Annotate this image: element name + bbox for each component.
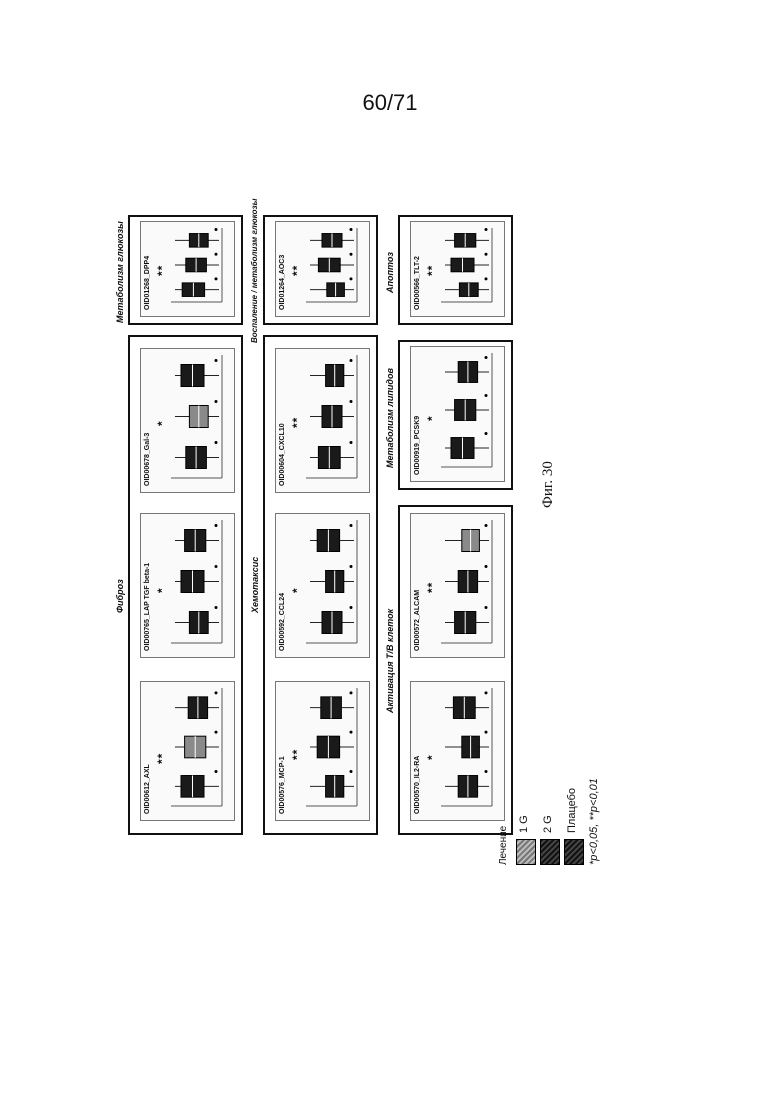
outlier-point (215, 524, 218, 527)
legend-swatch (540, 839, 560, 865)
outlier-point (485, 228, 488, 231)
outlier-point (215, 565, 218, 568)
outlier-point (350, 359, 353, 362)
panel-axl: OID00612_AXL ** (140, 681, 235, 821)
outlier-point (485, 253, 488, 256)
outlier-point (215, 770, 218, 773)
legend-title: Лечение (498, 826, 509, 865)
group-glucose: Метаболизм глюкозы OID01268_DPP4 ** (128, 215, 243, 325)
outlier-point (485, 277, 488, 280)
group-chemotaxis: Хемотаксис OID00576_MCP-1 ** OID00592_CC… (263, 335, 378, 835)
outlier-point (215, 606, 218, 609)
boxplot-lap (141, 512, 236, 657)
outlier-point (485, 356, 488, 359)
legend: Лечение 1 G 2 G Плацебо *p<0,05, **p<0,0… (498, 725, 608, 865)
panel-tlt2: OID00566_TLT-2 ** (410, 221, 505, 317)
group-fibrosis: Фиброз OID00612_AXL ** OID00765_LAP TGF … (128, 335, 243, 835)
outlier-point (350, 691, 353, 694)
panel-cxcl10: OID00604_CXCL10 ** (275, 348, 370, 493)
group-title-apoptosis: Апоптоз (385, 252, 395, 293)
boxplot-dpp4 (141, 220, 236, 316)
legend-label: Плацебо (566, 788, 578, 833)
group-title-glucose: Метаболизм глюкозы (115, 221, 125, 323)
outlier-point (350, 228, 353, 231)
boxplot-mcp1 (276, 680, 371, 820)
legend-swatch (516, 839, 536, 865)
outlier-point (350, 253, 353, 256)
legend-item-1g: 1 G (514, 725, 536, 865)
group-apoptosis: Апоптоз OID00566_TLT-2 ** (398, 215, 513, 325)
outlier-point (350, 770, 353, 773)
figure-caption: Фиг. 30 (540, 428, 557, 508)
group-title-tb-activation: Активация T/B клеток (385, 609, 395, 713)
group-tb-activation: Активация T/B клеток OID00570_IL2-RA * O… (398, 505, 513, 835)
legend-item-2g: 2 G (538, 725, 560, 865)
boxplot-aoc3 (276, 220, 371, 316)
outlier-point (485, 394, 488, 397)
panel-aoc3: OID01264_AOC3 ** (275, 221, 370, 317)
boxplot-ccl24 (276, 512, 371, 657)
outlier-point (485, 524, 488, 527)
significance-note: *p<0,05, **p<0,01 (588, 778, 600, 865)
figure-30: Фиброз OID00612_AXL ** OID00765_LAP TGF … (118, 215, 528, 835)
boxplot-alcam (411, 512, 506, 657)
legend-swatch (564, 839, 584, 865)
outlier-point (350, 524, 353, 527)
outlier-point (350, 731, 353, 734)
panel-alcam: OID00572_ALCAM ** (410, 513, 505, 658)
group-title-chemotaxis: Хемотаксис (250, 557, 260, 613)
boxplot-pcsk9 (411, 345, 506, 481)
outlier-point (350, 400, 353, 403)
panel-gal3: OID00678_Gal-3 * (140, 348, 235, 493)
outlier-point (350, 606, 353, 609)
group-inflammation: Воспаление / метаболизм глюкозы OID01264… (263, 215, 378, 325)
outlier-point (215, 731, 218, 734)
outlier-point (215, 277, 218, 280)
panel-mcp1: OID00576_MCP-1 ** (275, 681, 370, 821)
outlier-point (215, 400, 218, 403)
group-title-inflammation: Воспаление / метаболизм глюкозы (250, 199, 259, 343)
outlier-point (215, 228, 218, 231)
boxplot-il2ra (411, 680, 506, 820)
outlier-point (485, 731, 488, 734)
boxplot-cxcl10 (276, 347, 371, 492)
outlier-point (350, 441, 353, 444)
boxplot-gal3 (141, 347, 236, 492)
panel-ccl24: OID00592_CCL24 * (275, 513, 370, 658)
panel-lap: OID00765_LAP TGF beta-1 * (140, 513, 235, 658)
outlier-point (350, 277, 353, 280)
outlier-point (350, 565, 353, 568)
outlier-point (485, 565, 488, 568)
group-title-fibrosis: Фиброз (115, 579, 125, 613)
boxplot-tlt2 (411, 220, 506, 316)
outlier-point (485, 691, 488, 694)
page-number: 60/71 (350, 90, 430, 116)
outlier-point (215, 253, 218, 256)
panel-pcsk9: OID00919_PCSK9 * (410, 346, 505, 482)
outlier-point (215, 359, 218, 362)
outlier-point (215, 691, 218, 694)
legend-label: 2 G (542, 815, 554, 833)
outlier-point (485, 432, 488, 435)
group-title-lipid: Метаболизм липидов (385, 368, 395, 468)
group-lipid: Метаболизм липидов OID00919_PCSK9 * (398, 340, 513, 490)
panel-dpp4: OID01268_DPP4 ** (140, 221, 235, 317)
legend-label: 1 G (518, 815, 530, 833)
boxplot-axl (141, 680, 236, 820)
outlier-point (485, 770, 488, 773)
panel-il2ra: OID00570_IL2-RA * (410, 681, 505, 821)
legend-item-placebo: Плацебо (562, 725, 584, 865)
outlier-point (485, 606, 488, 609)
outlier-point (215, 441, 218, 444)
